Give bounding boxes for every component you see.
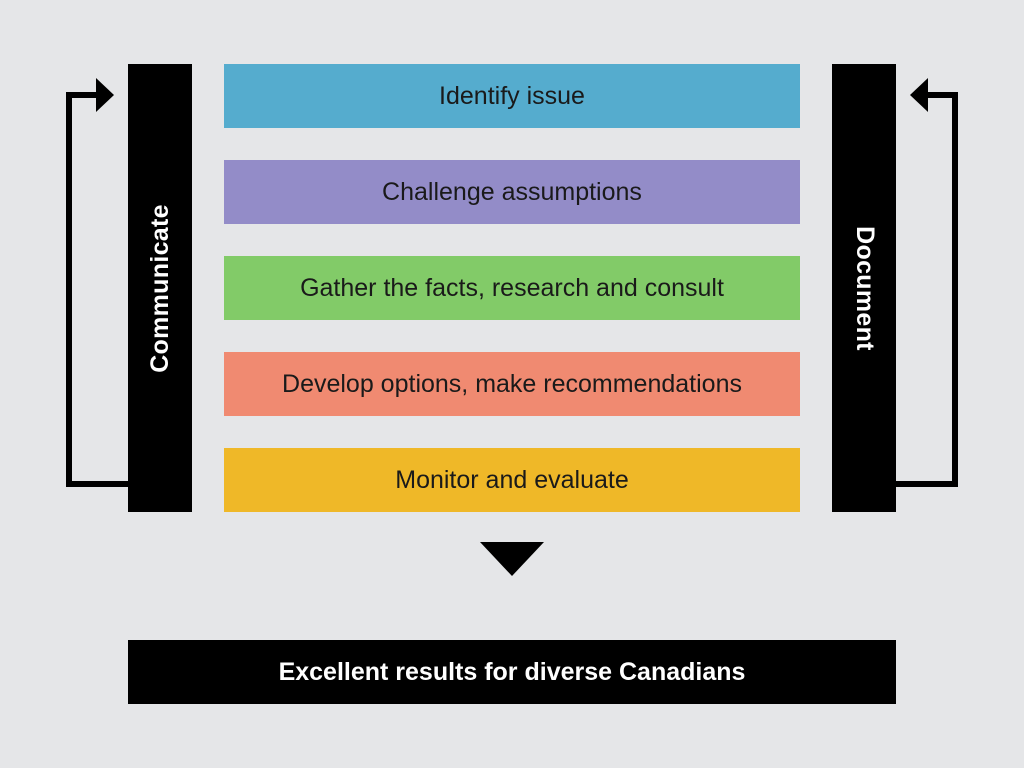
communicate-band-label: Communicate bbox=[145, 203, 174, 373]
communicate-band: Communicate bbox=[128, 64, 192, 512]
stage-bar-monitor-and-evaluate: Monitor and evaluate bbox=[224, 448, 800, 512]
stage-label: Identify issue bbox=[439, 81, 585, 110]
document-loop-arrow bbox=[888, 78, 958, 487]
outcome-banner-label: Excellent results for diverse Canadians bbox=[278, 657, 746, 686]
stage-label: Gather the facts, research and consult bbox=[300, 273, 724, 302]
stage-bar-develop-options: Develop options, make recommendations bbox=[224, 352, 800, 416]
document-band-label: Document bbox=[850, 225, 879, 351]
stage-label: Challenge assumptions bbox=[382, 177, 642, 206]
outcome-banner: Excellent results for diverse Canadians bbox=[128, 640, 896, 704]
communicate-loop-arrow bbox=[66, 78, 136, 487]
stage-bar-identify-issue: Identify issue bbox=[224, 64, 800, 128]
stage-bar-gather-the-facts: Gather the facts, research and consult bbox=[224, 256, 800, 320]
stage-label: Develop options, make recommendations bbox=[282, 369, 742, 398]
down-arrow-icon bbox=[480, 542, 544, 576]
document-band: Document bbox=[832, 64, 896, 512]
stage-bar-challenge-assumptions: Challenge assumptions bbox=[224, 160, 800, 224]
stage-label: Monitor and evaluate bbox=[395, 465, 629, 494]
